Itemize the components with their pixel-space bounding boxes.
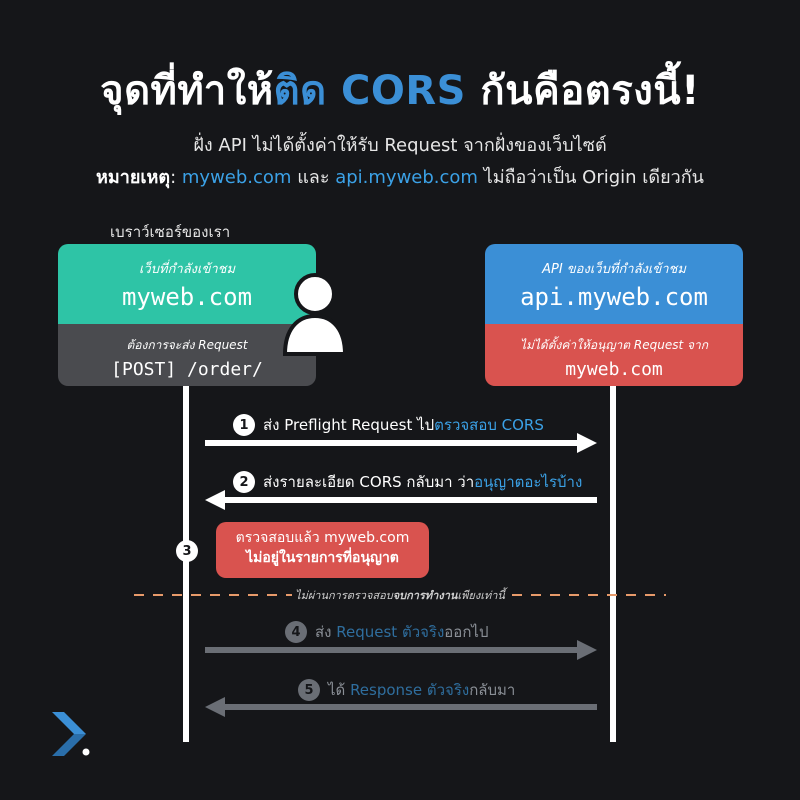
server-card-top-main: api.myweb.com xyxy=(520,283,708,311)
note-domain1: myweb.com xyxy=(181,167,292,188)
divider-note-pre: ไม่ผ่านการตรวจสอบ xyxy=(295,589,393,602)
step-2-label: 2 ส่งรายละเอียด CORS กลับมา ว่าอนุญาตอะไ… xyxy=(233,470,582,494)
page-title: จุดที่ทำให้ติด CORS กันคือตรงนี้! xyxy=(0,58,800,122)
client-card-top: เว็บที่กำลังเข้าชม myweb.com xyxy=(58,244,316,324)
step-4-pre: ส่ง xyxy=(315,623,337,641)
server-card-bottom-main: myweb.com xyxy=(565,359,663,380)
step-5-label: 5 ได้ Response ตัวจริงกลับมา xyxy=(298,678,515,702)
step-2-text: ส่งรายละเอียด CORS กลับมา ว่าอนุญาตอะไรบ… xyxy=(263,470,582,494)
note-line: หมายเหตุ: myweb.com และ api.myweb.com ไม… xyxy=(0,162,800,191)
title-highlight: ติด CORS xyxy=(273,68,466,114)
server-lifeline xyxy=(610,385,616,742)
server-card: API ของเว็บที่กำลังเข้าชม api.myweb.com … xyxy=(485,244,743,386)
client-card-top-main: myweb.com xyxy=(121,283,253,311)
step-4-label: 4 ส่ง Request ตัวจริงออกไป xyxy=(285,620,488,644)
browser-caption: เบราว์เซอร์ของเรา xyxy=(110,223,231,241)
step-3-number: 3 xyxy=(176,540,198,562)
step-5-pre: ได้ xyxy=(328,681,351,699)
step-4-highlight: Request ตัวจริง xyxy=(336,623,445,641)
note-label: หมายเหตุ xyxy=(96,167,171,188)
step-1-highlight: ตรวจสอบ CORS xyxy=(434,416,544,434)
divider-note-post: เพียงเท่านี้ xyxy=(457,589,505,602)
server-card-top-sub: API ของเว็บที่กำลังเข้าชม xyxy=(542,262,686,277)
logo-icon xyxy=(52,712,90,756)
note-colon: : xyxy=(170,167,182,188)
client-card-bottom: ต้องการจะส่ง Request [POST] /order/ xyxy=(58,324,316,386)
server-card-top: API ของเว็บที่กำลังเข้าชม api.myweb.com xyxy=(485,244,743,324)
divider-note: ไม่ผ่านการตรวจสอบจบการทำงานเพียงเท่านี้ xyxy=(0,586,800,604)
step-4-text: ส่ง Request ตัวจริงออกไป xyxy=(315,620,488,644)
step-2-number: 2 xyxy=(233,471,255,493)
client-card-top-sub: เว็บที่กำลังเข้าชม xyxy=(138,262,236,277)
step-3-line1: ตรวจสอบแล้ว myweb.com xyxy=(235,530,410,546)
step-4-arrow-right xyxy=(205,640,597,660)
step-1-label: 1 ส่ง Preflight Request ไปตรวจสอบ CORS xyxy=(233,413,544,437)
user-icon xyxy=(283,273,347,356)
client-card-bottom-main: [POST] /order/ xyxy=(111,359,263,380)
server-card-bottom-sub: ไม่ได้ตั้งค่าให้อนุญาต Request จาก xyxy=(519,338,709,352)
note-rest: ไม่ถือว่าเป็น Origin เดียวกัน xyxy=(477,167,704,188)
step-1-arrow-right xyxy=(205,433,597,453)
step-5-post: กลับมา xyxy=(469,681,516,699)
step-2-text-main: ส่งรายละเอียด CORS กลับมา ว่า xyxy=(263,473,475,491)
divider-note-bold: จบการทำงาน xyxy=(392,589,458,602)
client-card: เว็บที่กำลังเข้าชม myweb.com ต้องการจะส่… xyxy=(58,244,316,386)
note-domain2: api.myweb.com xyxy=(335,167,478,188)
divider-dashed-left xyxy=(134,594,666,596)
step-2-highlight: อนุญาตอะไรบ้าง xyxy=(474,473,583,491)
step-5-arrow-left xyxy=(205,697,597,717)
step-1-number: 1 xyxy=(233,414,255,436)
step-1-text: ส่ง Preflight Request ไปตรวจสอบ CORS xyxy=(263,413,544,437)
note-and: และ xyxy=(291,167,336,188)
step-4-post: ออกไป xyxy=(444,623,489,641)
step-5-highlight: Response ตัวจริง xyxy=(350,681,470,699)
step-5-text: ได้ Response ตัวจริงกลับมา xyxy=(328,678,515,702)
client-card-bottom-sub: ต้องการจะส่ง Request xyxy=(126,338,248,352)
title-part1: จุดที่ทำให้ xyxy=(100,68,274,114)
step-2-arrow-left xyxy=(205,490,597,510)
title-part3: กันคือตรงนี้! xyxy=(466,68,700,114)
step-5-number: 5 xyxy=(298,679,320,701)
step-3-error-box: ตรวจสอบแล้ว myweb.com ไม่อยู่ในรายการที่… xyxy=(216,522,429,578)
subtitle: ฝั่ง API ไม่ได้ตั้งค่าให้รับ Request จาก… xyxy=(193,135,607,156)
step-4-number: 4 xyxy=(285,621,307,643)
step-3-line2: ไม่อยู่ในรายการที่อนุญาต xyxy=(246,550,399,566)
client-lifeline xyxy=(183,385,189,742)
step-1-text-main: ส่ง Preflight Request ไป xyxy=(263,416,435,434)
server-card-bottom: ไม่ได้ตั้งค่าให้อนุญาต Request จาก myweb… xyxy=(485,324,743,386)
